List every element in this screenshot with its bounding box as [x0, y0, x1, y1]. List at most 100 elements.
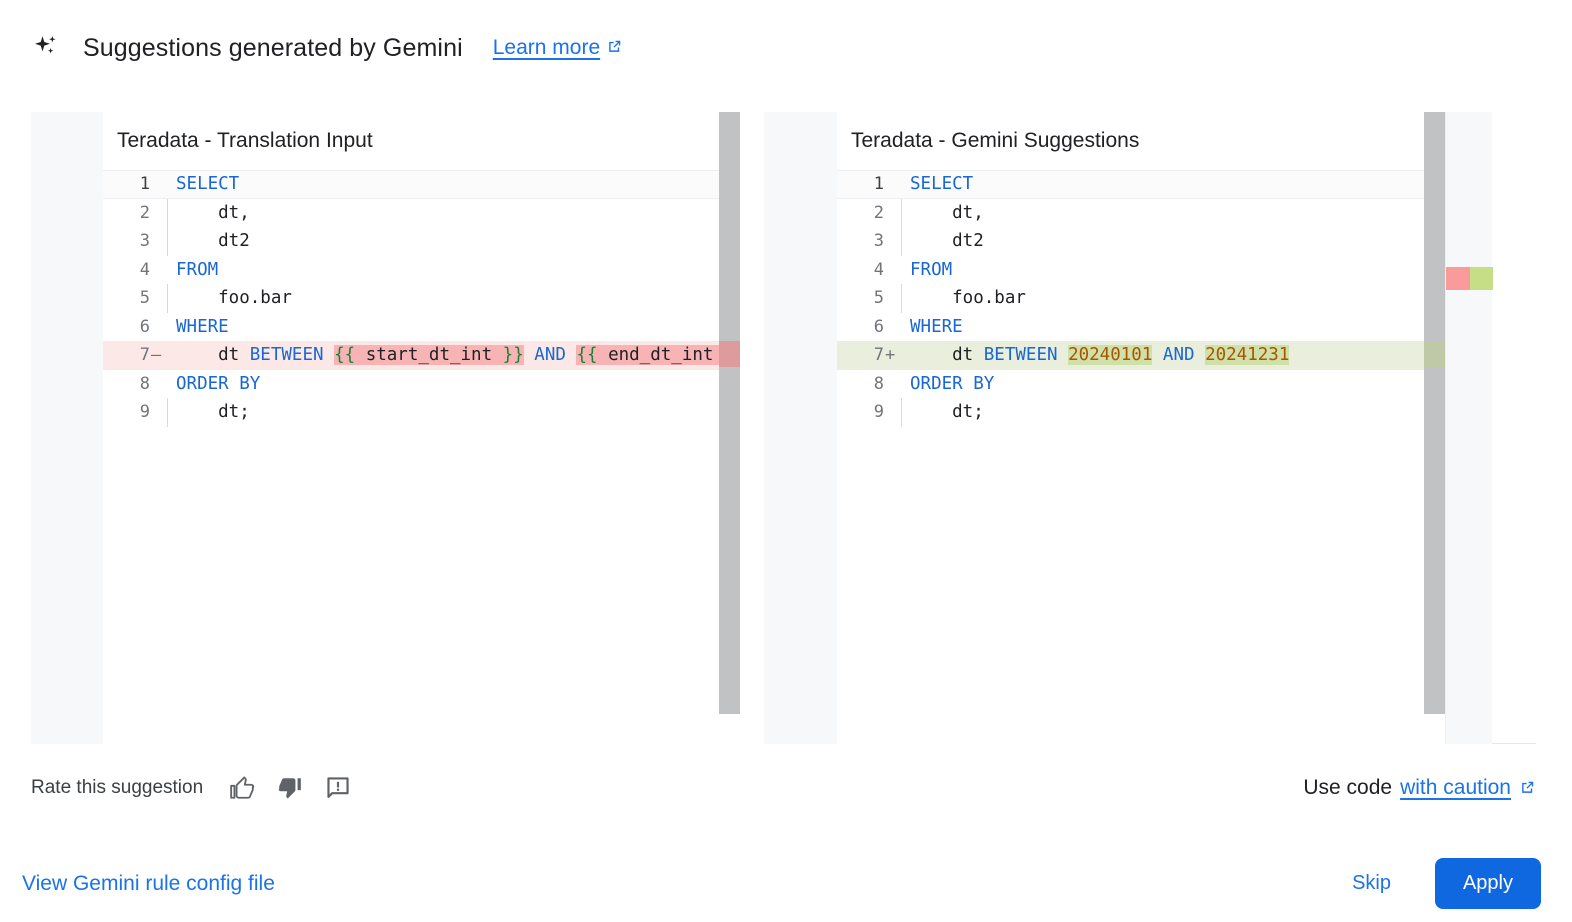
- code-token: [524, 345, 535, 365]
- panel-left-edge-strip: [31, 112, 103, 744]
- line-number: 6: [873, 316, 884, 337]
- use-code-label: Use code: [1303, 776, 1393, 799]
- code-token: BETWEEN: [249, 345, 324, 365]
- panel-left-body: Teradata - Translation Input 1 SELECT 2 dt…: [103, 112, 761, 744]
- line-number: 4: [873, 259, 884, 280]
- minimap-marker-add: [1470, 267, 1493, 290]
- diff-sign: +: [885, 345, 896, 365]
- code-line: 9 dt;: [837, 398, 1492, 427]
- line-number: 8: [139, 373, 150, 394]
- left-scrollbar[interactable]: [719, 112, 740, 744]
- left-scrollbar-thumb[interactable]: [719, 112, 740, 714]
- panel-translation-input: Teradata - Translation Input 1 SELECT 2 dt…: [31, 112, 761, 744]
- left-overview-strip: [740, 112, 761, 744]
- code-text: dt;: [167, 398, 761, 427]
- use-code-caution: Use code with caution: [1303, 776, 1536, 800]
- rate-label: Rate this suggestion: [31, 777, 204, 798]
- code-token: WHERE: [176, 316, 229, 337]
- code-line: 2 dt,: [837, 198, 1492, 228]
- code-token: dt;: [176, 402, 250, 422]
- footer-actions: Skip Apply: [1338, 858, 1541, 909]
- code-text: dt2: [167, 227, 761, 256]
- code-token: dt;: [910, 402, 984, 422]
- external-link-icon: [606, 38, 623, 55]
- line-number: 5: [139, 288, 150, 308]
- code-token: dt,: [176, 202, 250, 223]
- apply-button[interactable]: Apply: [1434, 858, 1541, 909]
- code-line: 3 dt2: [103, 227, 761, 256]
- code-token: end_dt_int: [597, 345, 724, 365]
- thumb-up-icon[interactable]: [227, 773, 257, 803]
- code-token: ORDER BY: [176, 373, 261, 394]
- panel-right-title: Teradata - Gemini Suggestions: [837, 112, 1492, 170]
- code-text: dt2: [901, 227, 1492, 256]
- line-number: 2: [139, 202, 150, 223]
- code-text: SELECT: [901, 170, 1492, 199]
- code-line: 7+ dt BETWEEN 20240101 AND 20241231: [837, 341, 1492, 370]
- line-number: 8: [873, 373, 884, 394]
- code-token: BETWEEN: [983, 345, 1058, 365]
- code-line: 1 SELECT: [103, 170, 761, 199]
- code-text: dt,: [167, 198, 761, 228]
- code-token: {{: [334, 345, 356, 365]
- code-token: [1152, 345, 1163, 365]
- code-text: dt BETWEEN 20240101 AND 20241231: [901, 341, 1492, 370]
- thumb-down-icon[interactable]: [275, 773, 305, 803]
- line-number: 1: [873, 174, 884, 194]
- code-line: 5 foo.bar: [103, 284, 761, 313]
- code-token: AND: [1162, 345, 1195, 365]
- code-token: 20240101: [1068, 345, 1153, 365]
- diff-sign: –: [151, 345, 162, 365]
- right-diff-marker-add: [1424, 341, 1445, 367]
- code-text: ORDER BY: [901, 370, 1492, 399]
- code-token: SELECT: [176, 174, 240, 194]
- code-token: WHERE: [910, 316, 963, 337]
- code-line: 9 dt;: [103, 398, 761, 427]
- panel-divider: [761, 112, 764, 744]
- learn-more-link[interactable]: Learn more: [493, 36, 623, 60]
- right-scrollbar[interactable]: [1424, 112, 1445, 744]
- left-diff-marker-delete: [719, 341, 740, 367]
- code-line: 1 SELECT: [837, 170, 1492, 199]
- code-text: dt,: [901, 198, 1492, 228]
- code-line: 8 ORDER BY: [837, 370, 1492, 399]
- code-token: {{: [576, 345, 598, 365]
- report-feedback-icon[interactable]: [323, 773, 353, 803]
- code-text: WHERE: [167, 313, 761, 342]
- gemini-sparkle-icon: [31, 33, 61, 63]
- panel-right-edge-strip: [764, 112, 837, 744]
- code-line: 2 dt,: [103, 198, 761, 228]
- code-token: [566, 345, 577, 365]
- footer: View Gemini rule config file Skip Apply: [0, 845, 1572, 922]
- rate-controls: Rate this suggestion: [31, 773, 353, 803]
- code-text: foo.bar: [901, 284, 1492, 313]
- rate-bar: Rate this suggestion: [31, 762, 1536, 814]
- line-number: 7: [139, 345, 150, 365]
- code-token: dt: [910, 345, 984, 365]
- with-caution-link[interactable]: with caution: [1400, 776, 1511, 799]
- line-number: 3: [873, 231, 884, 251]
- line-number: 5: [873, 288, 884, 308]
- skip-button[interactable]: Skip: [1338, 862, 1405, 905]
- line-number: 1: [139, 174, 150, 194]
- code-token: dt2: [910, 231, 984, 251]
- code-token: FROM: [176, 259, 219, 280]
- view-gemini-rule-config-file-link[interactable]: View Gemini rule config file: [22, 871, 275, 895]
- line-number: 3: [139, 231, 150, 251]
- panel-left-title: Teradata - Translation Input: [103, 112, 761, 170]
- line-number: 9: [139, 402, 150, 422]
- right-overview-minimap[interactable]: [1445, 112, 1493, 744]
- right-scrollbar-thumb[interactable]: [1424, 112, 1445, 714]
- code-line: 6 WHERE: [837, 313, 1492, 342]
- code-line: 7– dt BETWEEN {{ start_dt_int }} AND {{ …: [103, 341, 761, 370]
- learn-more-label: Learn more: [492, 36, 601, 59]
- line-number: 9: [873, 402, 884, 422]
- code-token: ORDER BY: [910, 373, 995, 394]
- code-text: SELECT: [167, 170, 761, 199]
